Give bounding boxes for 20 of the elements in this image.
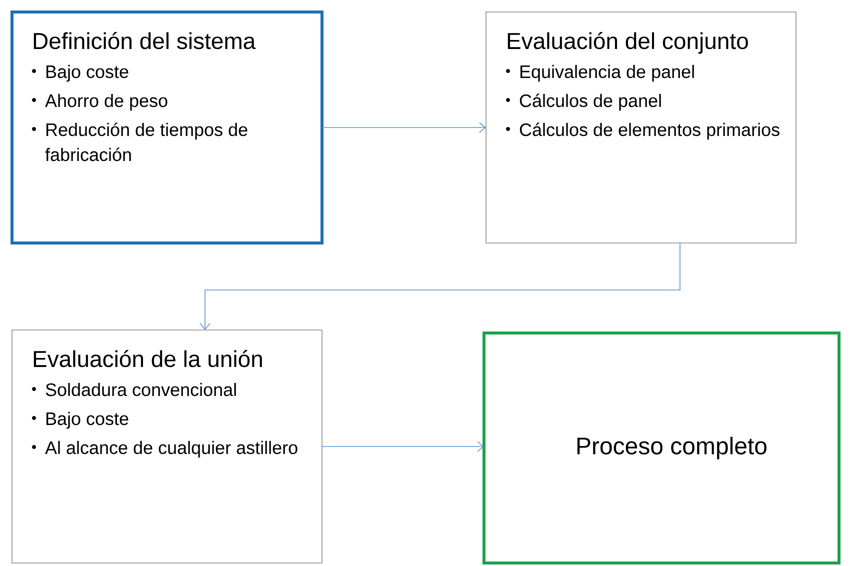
arrow — [200, 242, 680, 330]
process-box — [486, 12, 796, 244]
box-heading: Evaluación del conjunto — [508, 32, 748, 54]
bullet-item: Cálculos de elementos primarios — [520, 122, 780, 140]
arrow — [322, 122, 486, 133]
result-box — [482, 332, 840, 564]
box-heading: Definición del sistema — [34, 32, 256, 50]
bullet-item: Bajo coste — [46, 412, 128, 429]
bullet-item: Bajo coste — [46, 64, 128, 82]
bullet-item: Cálculos de panel — [520, 94, 661, 111]
box-title: Proceso completo — [577, 436, 766, 460]
bullet-item: Equivalencia de panel — [520, 64, 694, 82]
process-box — [10, 10, 324, 244]
bullet-item: Ahorro de peso — [45, 94, 168, 111]
box-heading: Evaluación de la unión — [34, 350, 262, 368]
bullet-item: Reducción de tiempos de fabricación — [45, 122, 248, 162]
arrow — [322, 441, 484, 452]
bullet-item: Al alcance de cualquier astillero — [45, 440, 298, 458]
process-box — [12, 330, 322, 564]
bullet-item: Soldadura convencional — [46, 382, 236, 396]
